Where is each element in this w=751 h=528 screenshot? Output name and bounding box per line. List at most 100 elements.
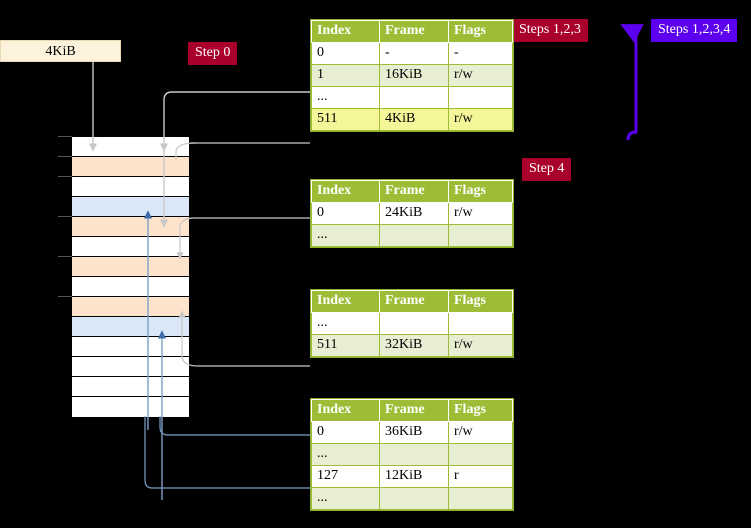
col-header-flags: Flags (448, 290, 513, 313)
table-row: ... (311, 487, 513, 510)
col-header-index: Index (311, 290, 380, 313)
cell-flags: r/w (448, 108, 513, 131)
cell-index: 127 (311, 465, 380, 488)
table-header-row: Index Frame Flags (311, 399, 513, 422)
cell-flags: r/w (448, 64, 513, 87)
table-header-row: Index Frame Flags (311, 180, 513, 203)
page-table-level-1: Index Frame Flags 0 - - 1 16KiB r/w ... … (311, 20, 513, 131)
cell-frame: 32KiB (379, 334, 449, 357)
cell-flags (448, 312, 513, 335)
memory-row-peach (72, 157, 189, 177)
table-row-highlighted: 511 4KiB r/w (311, 108, 513, 131)
memory-tick (58, 176, 72, 177)
memory-tick (58, 256, 72, 257)
memory-row-blue (72, 317, 189, 337)
cell-index: ... (311, 312, 380, 335)
cell-frame: 12KiB (379, 465, 449, 488)
badge-step0: Step 0 (188, 42, 238, 65)
table-header-row: Index Frame Flags (311, 290, 513, 313)
col-header-frame: Frame (379, 399, 449, 422)
memory-row-white (72, 337, 189, 357)
badge-steps1234: Steps 1,2,3,4 (651, 19, 738, 42)
cell-frame (379, 312, 449, 335)
cell-index: ... (311, 487, 380, 510)
cell-frame (379, 86, 449, 109)
connector-table4-row0 (159, 416, 310, 436)
cell-flags: r/w (448, 421, 513, 444)
page-table-level-2: Index Frame Flags 0 24KiB r/w ... (311, 180, 513, 247)
col-header-index: Index (311, 399, 380, 422)
col-header-flags: Flags (448, 20, 513, 43)
table-row: 0 24KiB r/w (311, 202, 513, 225)
col-header-frame: Frame (379, 290, 449, 313)
cell-frame: 16KiB (379, 64, 449, 87)
cell-index: 511 (311, 334, 380, 357)
badge-steps1234-label: Steps 1,2,3,4 (658, 22, 731, 37)
cell-flags (448, 224, 513, 247)
memory-tick (58, 156, 72, 157)
physical-memory-block (71, 136, 190, 417)
badge-steps123: Steps 1,2,3 (512, 19, 588, 42)
badge-step4-label: Step 4 (529, 161, 565, 176)
memory-row-blue (72, 197, 189, 217)
col-header-frame: Frame (379, 180, 449, 203)
memory-row-white (72, 277, 189, 297)
frame-size-label: 4KiB (45, 44, 76, 59)
col-header-frame: Frame (379, 20, 449, 43)
memory-tick (58, 216, 72, 217)
memory-row-peach (72, 217, 189, 237)
cell-frame (379, 224, 449, 247)
cell-frame: 36KiB (379, 421, 449, 444)
table-row: 127 12KiB r (311, 465, 513, 488)
cell-frame: 4KiB (379, 108, 449, 131)
cell-flags (448, 487, 513, 510)
col-header-flags: Flags (448, 180, 513, 203)
table-row: ... (311, 86, 513, 109)
cell-index: 511 (311, 108, 380, 131)
table-row: ... (311, 443, 513, 466)
memory-row-white (72, 377, 189, 397)
cell-index: 0 (311, 202, 380, 225)
cell-frame (379, 487, 449, 510)
cell-index: ... (311, 86, 380, 109)
cell-frame: - (379, 42, 449, 65)
badge-steps123-label: Steps 1,2,3 (519, 22, 581, 37)
col-header-index: Index (311, 180, 380, 203)
memory-tick (58, 136, 72, 137)
connector-table2-to-memory (176, 217, 310, 260)
memory-tick (58, 296, 72, 297)
cell-flags (448, 443, 513, 466)
memory-row-white (72, 237, 189, 257)
connector-table4-row127 (144, 416, 310, 489)
table-row: ... (311, 312, 513, 335)
cell-flags: r (448, 465, 513, 488)
table-row: 1 16KiB r/w (311, 64, 513, 87)
memory-row-peach (72, 257, 189, 277)
cell-frame: 24KiB (379, 202, 449, 225)
page-table-level-4: Index Frame Flags 0 36KiB r/w ... 127 12… (311, 399, 513, 510)
memory-row-peach (72, 297, 189, 317)
cell-flags: - (448, 42, 513, 65)
page-table-level-3: Index Frame Flags ... 511 32KiB r/w (311, 290, 513, 357)
frame-size-box: 4KiB (0, 40, 121, 62)
cell-flags: r/w (448, 334, 513, 357)
arrow-steps1234-loop (620, 24, 644, 141)
col-header-flags: Flags (448, 399, 513, 422)
memory-row-white (72, 177, 189, 197)
badge-step0-label: Step 0 (195, 45, 231, 60)
table-row: 511 32KiB r/w (311, 334, 513, 357)
memory-row-white (72, 397, 189, 417)
cell-index: ... (311, 443, 380, 466)
table-row: 0 36KiB r/w (311, 421, 513, 444)
badge-step4: Step 4 (522, 158, 572, 181)
cell-flags: r/w (448, 202, 513, 225)
col-header-index: Index (311, 20, 380, 43)
cell-index: ... (311, 224, 380, 247)
cell-index: 0 (311, 421, 380, 444)
memory-row-white (72, 137, 189, 157)
connector-table3-to-memory (178, 310, 310, 367)
memory-row-white (72, 357, 189, 377)
cell-index: 1 (311, 64, 380, 87)
table-row: 0 - - (311, 42, 513, 65)
